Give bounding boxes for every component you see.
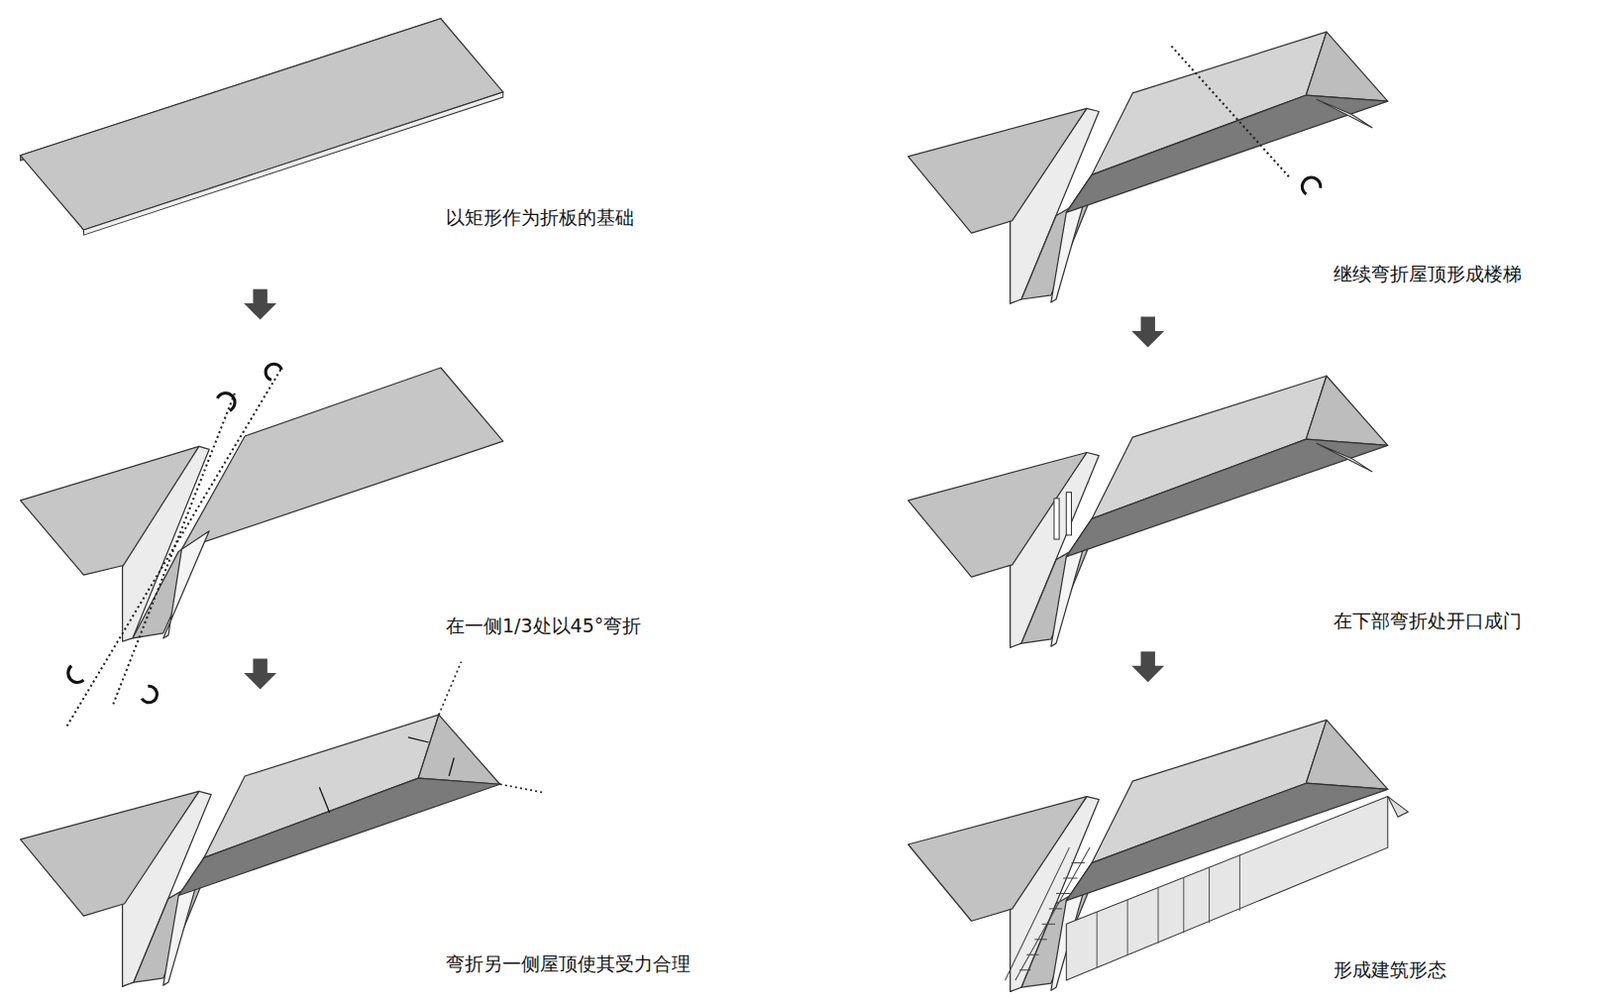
step-caption: 在下部弯折处开口成门 — [1333, 609, 1522, 633]
step-caption: 形成建筑形态 — [1333, 958, 1447, 981]
step-caption: 弯折另一侧屋顶使其受力合理 — [445, 952, 691, 975]
step-caption: 以矩形作为折板的基础 — [445, 206, 635, 229]
step-caption: 继续弯折屋顶形成楼梯 — [1333, 262, 1522, 286]
step-caption: 在一侧1/3处以45°弯折 — [445, 614, 641, 638]
